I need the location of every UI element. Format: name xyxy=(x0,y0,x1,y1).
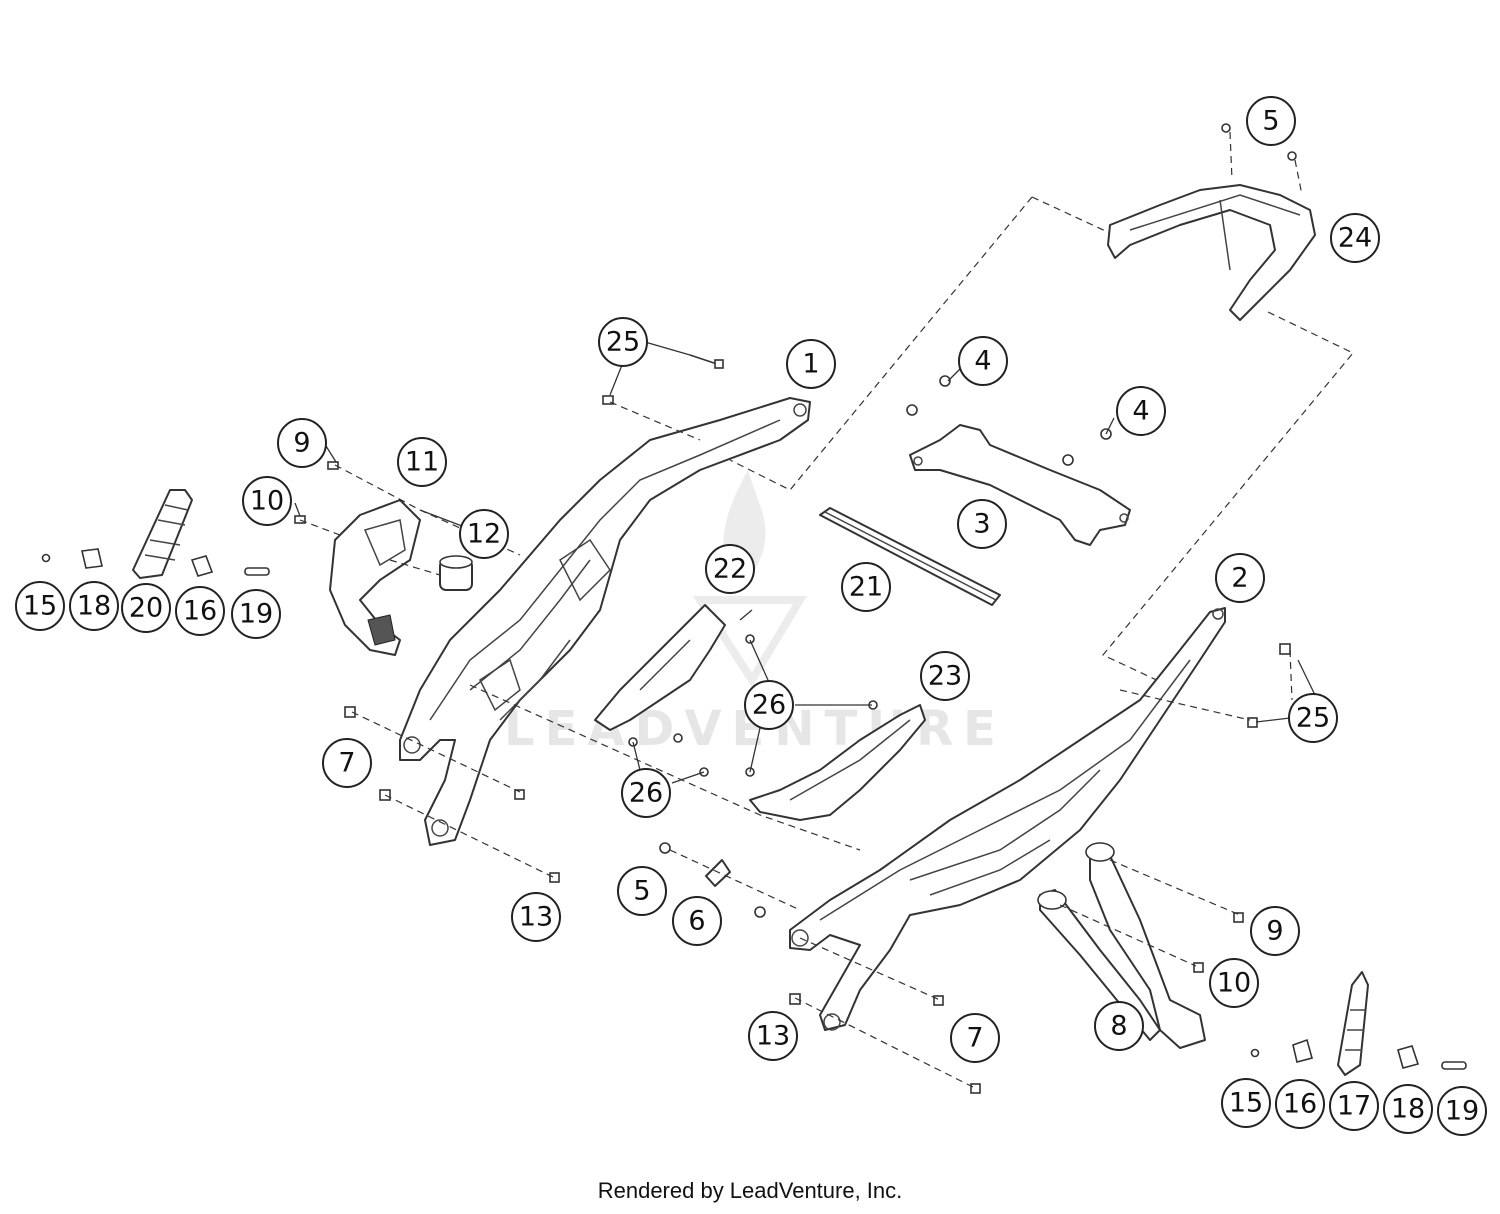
callout-label: 26 xyxy=(752,690,786,721)
callout-label: 4 xyxy=(1132,396,1149,427)
callout-label: 1 xyxy=(802,349,819,380)
callout-10-right[interactable]: 10 xyxy=(1209,958,1259,1008)
callout-13-right[interactable]: 13 xyxy=(748,1011,798,1061)
callout-5-top[interactable]: 5 xyxy=(1246,96,1296,146)
callout-11[interactable]: 11 xyxy=(397,437,447,487)
assembly-lines xyxy=(299,131,1303,1089)
callout-label: 3 xyxy=(973,509,990,540)
callout-19-left[interactable]: 19 xyxy=(231,589,281,639)
footpeg-part-20[interactable] xyxy=(132,489,193,579)
callout-label: 24 xyxy=(1338,223,1372,254)
callout-label: 25 xyxy=(1296,703,1330,734)
callout-label: 7 xyxy=(338,748,355,779)
callout-13-left[interactable]: 13 xyxy=(511,892,561,942)
callout-label: 18 xyxy=(77,591,111,622)
callout-label: 19 xyxy=(1445,1096,1479,1127)
callout-label: 6 xyxy=(688,906,705,937)
callout-16-left[interactable]: 16 xyxy=(175,586,225,636)
callout-1[interactable]: 1 xyxy=(786,339,836,389)
callout-label: 13 xyxy=(756,1021,790,1052)
grab-handle-bracket-part-24[interactable] xyxy=(1107,184,1316,321)
callout-label: 17 xyxy=(1337,1091,1371,1122)
callout-label: 20 xyxy=(129,593,163,624)
callout-label: 16 xyxy=(183,596,217,627)
callout-label: 11 xyxy=(405,447,439,478)
callout-18-right[interactable]: 18 xyxy=(1383,1084,1433,1134)
bracket-plate-part-3[interactable] xyxy=(909,424,1131,546)
callout-label: 5 xyxy=(633,876,650,907)
callout-7-right[interactable]: 7 xyxy=(950,1013,1000,1063)
callout-label: 21 xyxy=(849,572,883,603)
callout-label: 8 xyxy=(1110,1011,1127,1042)
callout-9-right[interactable]: 9 xyxy=(1250,906,1300,956)
callout-8[interactable]: 8 xyxy=(1094,1001,1144,1051)
callout-18-left[interactable]: 18 xyxy=(69,581,119,631)
callout-label: 5 xyxy=(1262,106,1279,137)
callout-26-upper[interactable]: 26 xyxy=(744,680,794,730)
leader-lines xyxy=(294,341,1316,784)
callout-label: 16 xyxy=(1283,1089,1317,1120)
callout-6[interactable]: 6 xyxy=(672,896,722,946)
callout-26-lower[interactable]: 26 xyxy=(621,768,671,818)
callout-4-lower[interactable]: 4 xyxy=(1116,386,1166,436)
callout-15-right[interactable]: 15 xyxy=(1221,1078,1271,1128)
callout-9-left[interactable]: 9 xyxy=(277,418,327,468)
left-subframe-part-1[interactable] xyxy=(399,397,811,846)
callout-3[interactable]: 3 xyxy=(957,499,1007,549)
callout-label: 2 xyxy=(1231,563,1248,594)
footer-credit: Rendered by LeadVenture, Inc. xyxy=(597,1178,903,1203)
callout-24[interactable]: 24 xyxy=(1330,213,1380,263)
callout-2[interactable]: 2 xyxy=(1215,553,1265,603)
callout-5-bottom[interactable]: 5 xyxy=(617,866,667,916)
clip-part-6[interactable] xyxy=(705,859,731,887)
callout-21[interactable]: 21 xyxy=(841,562,891,612)
rubber-strip-part-21[interactable] xyxy=(819,507,1001,606)
callout-label: 7 xyxy=(966,1023,983,1054)
right-footrest-bracket-part-8[interactable] xyxy=(1037,842,1206,1049)
callout-label: 10 xyxy=(250,486,284,517)
callout-17[interactable]: 17 xyxy=(1329,1081,1379,1131)
callout-label: 15 xyxy=(1229,1088,1263,1119)
callout-label: 22 xyxy=(713,554,747,585)
callout-15-left[interactable]: 15 xyxy=(15,581,65,631)
callout-label: 13 xyxy=(519,902,553,933)
callout-23[interactable]: 23 xyxy=(920,651,970,701)
footpeg-part-17[interactable] xyxy=(1337,971,1369,1076)
callout-label: 19 xyxy=(239,599,273,630)
side-cover-part-22[interactable] xyxy=(594,604,726,731)
callout-20[interactable]: 20 xyxy=(121,583,171,633)
callout-16-right[interactable]: 16 xyxy=(1275,1079,1325,1129)
left-footrest-bracket-part-11[interactable] xyxy=(329,499,421,656)
side-cover-part-23[interactable] xyxy=(749,704,926,821)
callout-label: 25 xyxy=(606,327,640,358)
callout-label: 4 xyxy=(974,346,991,377)
callout-label: 26 xyxy=(629,778,663,809)
callout-19-right[interactable]: 19 xyxy=(1437,1086,1487,1136)
callout-25-left[interactable]: 25 xyxy=(598,317,648,367)
right-subframe-part-2[interactable] xyxy=(789,607,1226,1031)
callout-label: 9 xyxy=(293,428,310,459)
callout-label: 12 xyxy=(467,519,501,550)
callout-label: 9 xyxy=(1266,916,1283,947)
callout-22[interactable]: 22 xyxy=(705,544,755,594)
callout-label: 15 xyxy=(23,591,57,622)
bushing-part-12[interactable] xyxy=(439,555,473,591)
callout-12[interactable]: 12 xyxy=(459,509,509,559)
callout-10-left[interactable]: 10 xyxy=(242,476,292,526)
callout-4-upper[interactable]: 4 xyxy=(958,336,1008,386)
callout-label: 10 xyxy=(1217,968,1251,999)
callout-label: 23 xyxy=(928,661,962,692)
callout-label: 18 xyxy=(1391,1094,1425,1125)
callout-25-right[interactable]: 25 xyxy=(1288,693,1338,743)
small-hardware xyxy=(41,123,1467,1094)
callout-7-left[interactable]: 7 xyxy=(322,738,372,788)
